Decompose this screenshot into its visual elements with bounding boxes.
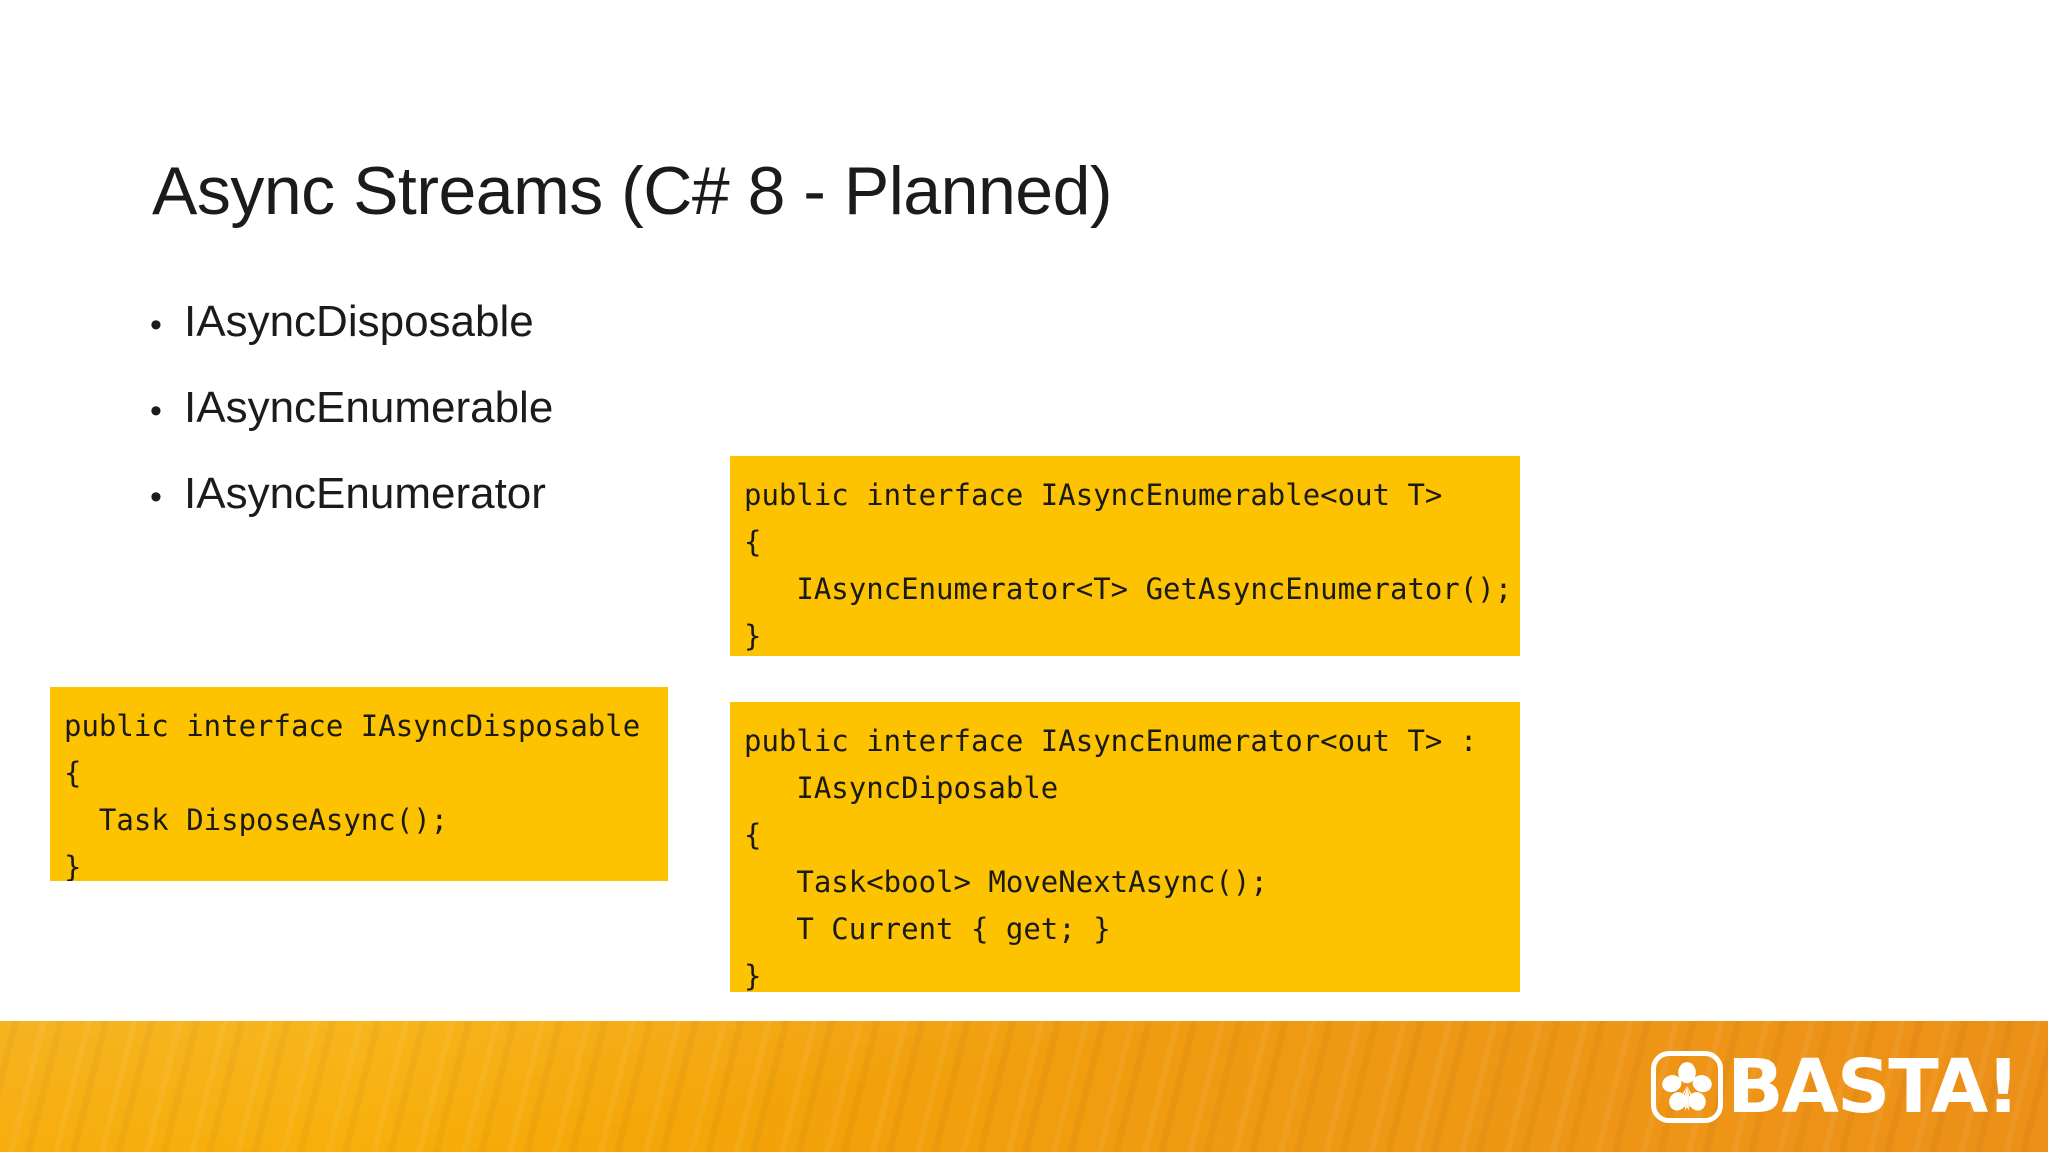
footer-band: BASTA! [0, 1021, 2048, 1152]
code-block-iasyncdisposable: public interface IAsyncDisposable { Task… [50, 687, 668, 881]
logo-wordmark: BASTA! [1727, 1043, 2020, 1130]
hibiscus-flower-icon [1651, 1050, 1724, 1123]
code-block-iasyncenumerator: public interface IAsyncEnumerator<out T>… [730, 702, 1520, 992]
bullet-dot-icon: • [150, 306, 162, 344]
list-item-label: IAsyncEnumerator [184, 469, 546, 518]
list-item: • IAsyncEnumerable [150, 386, 553, 430]
basta-logo: BASTA! [1651, 1043, 2020, 1130]
bullet-list: • IAsyncDisposable • IAsyncEnumerable • … [150, 300, 553, 558]
bullet-dot-icon: • [150, 392, 162, 430]
list-item-label: IAsyncDisposable [184, 297, 534, 346]
page-title: Async Streams (C# 8 - Planned) [152, 152, 1113, 229]
list-item: • IAsyncEnumerator [150, 472, 553, 516]
list-item-label: IAsyncEnumerable [184, 383, 554, 432]
bullet-dot-icon: • [150, 478, 162, 516]
code-block-iasyncenumerable: public interface IAsyncEnumerable<out T>… [730, 456, 1520, 656]
list-item: • IAsyncDisposable [150, 300, 553, 344]
